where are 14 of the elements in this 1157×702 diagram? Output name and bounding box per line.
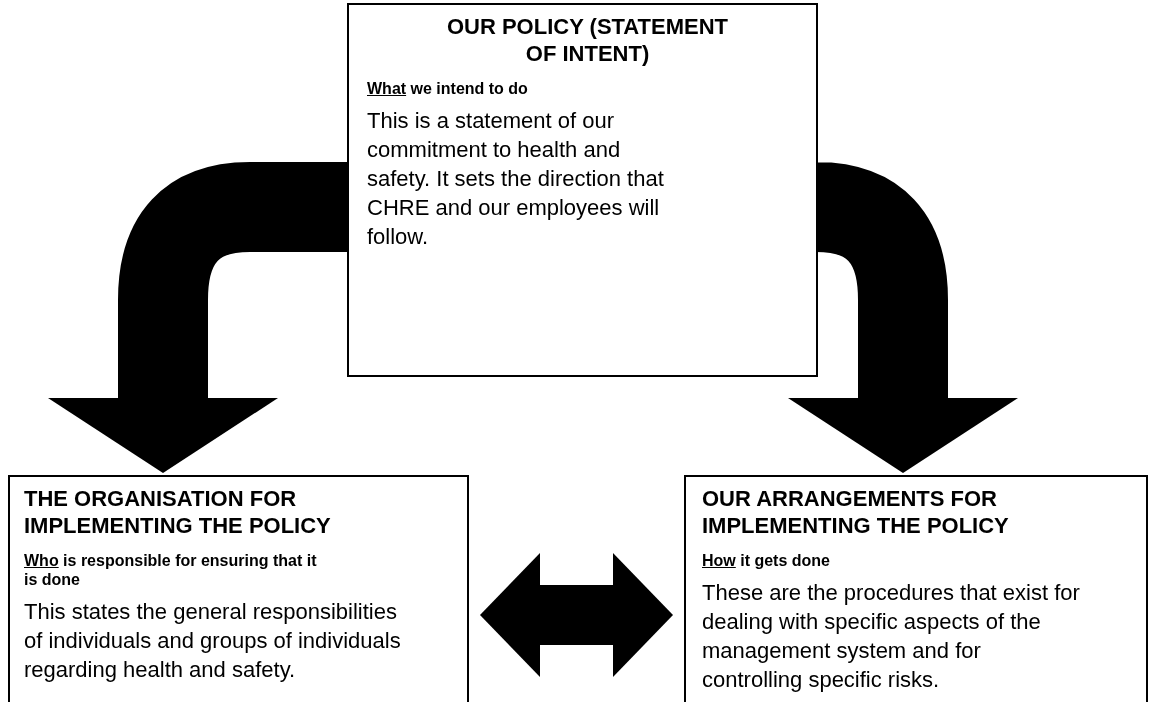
- box-description: These are the procedures that exist for dealing with specific aspects of the management system and for controlling specific risks.: [702, 579, 1081, 694]
- double-arrow: [480, 553, 673, 677]
- policy-box: [684, 475, 1148, 702]
- box-heading: THE ORGANISATION FOR IMPLEMENTING THE POLICY: [24, 485, 332, 539]
- policy-box: [8, 475, 469, 702]
- box-description: This states the general responsibilities of individuals and groups of individuals regarding health and safety.: [24, 598, 402, 684]
- policy-box: [347, 3, 818, 377]
- box-heading: OUR POLICY (STATEMENT OF INTENT): [445, 13, 730, 67]
- box-subheading: How it gets done: [702, 551, 831, 570]
- box-heading: OUR ARRANGEMENTS FOR IMPLEMENTING THE POLICY: [702, 485, 1010, 539]
- box-subheading: What we intend to do: [367, 79, 529, 98]
- curved-arrow: [48, 162, 347, 473]
- box-subheading: Who is responsible for ensuring that it is done: [24, 551, 318, 589]
- box-description: This is a statement of our commitment to health and safety. It sets the direction that CHRE and our employees will follow.: [367, 107, 665, 251]
